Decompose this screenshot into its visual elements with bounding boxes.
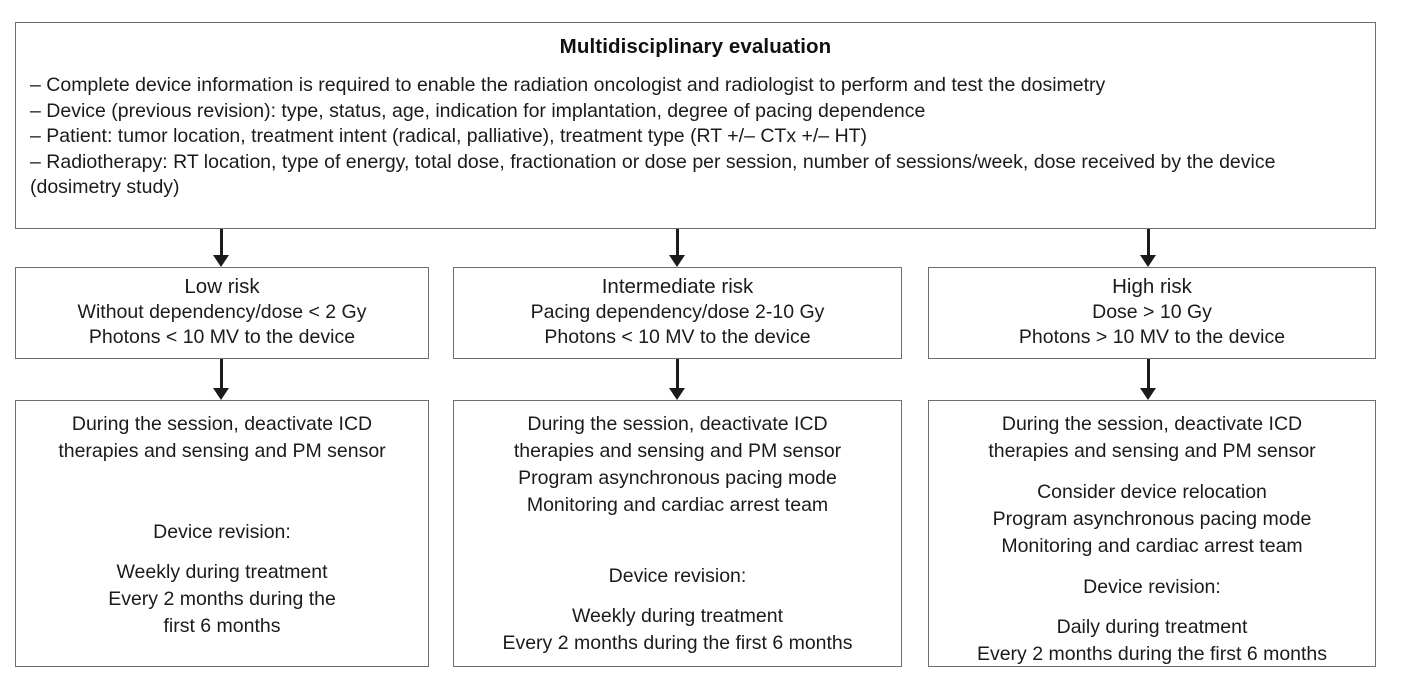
risk-title-low: Low risk — [184, 275, 260, 298]
management-high-line-7: Daily during treatment — [1056, 616, 1248, 638]
management-high-line-4: Program asynchronous pacing mode — [992, 508, 1312, 530]
page-title: Multidisciplinary evaluation — [559, 35, 832, 58]
evaluation-line-3: – Patient: tumor location, treatment int… — [30, 125, 868, 147]
risk-criterion-intermediate-1: Pacing dependency/dose 2-10 Gy — [530, 301, 825, 323]
risk-box-low: Low risk Without dependency/dose < 2 Gy … — [15, 267, 429, 359]
management-low-line-2: therapies and sensing and PM sensor — [58, 440, 386, 462]
management-intermediate-line-4: Monitoring and cardiac arrest team — [526, 494, 829, 516]
management-high-line-1: During the session, deactivate ICD — [1001, 413, 1303, 435]
risk-criterion-low-2: Photons < 10 MV to the device — [88, 326, 356, 348]
management-high-line-8: Every 2 months during the first 6 months — [976, 643, 1328, 665]
management-high-line-5: Monitoring and cardiac arrest team — [1001, 535, 1303, 557]
management-intermediate-revision-heading: Device revision: — [608, 565, 747, 587]
risk-criterion-high-1: Dose > 10 Gy — [1092, 301, 1212, 323]
management-high-line-3: Consider device relocation — [1037, 481, 1267, 503]
multidisciplinary-evaluation-box: Multidisciplinary evaluation – Complete … — [15, 22, 1376, 229]
management-low-revision-heading: Device revision: — [153, 521, 291, 543]
management-low-line-5: Every 2 months during the — [108, 588, 336, 610]
evaluation-line-2: – Device (previous revision): type, stat… — [30, 99, 926, 122]
management-intermediate-line-2: therapies and sensing and PM sensor — [513, 440, 842, 462]
risk-criterion-high-2: Photons > 10 MV to the device — [1018, 326, 1286, 348]
management-intermediate-line-1: During the session, deactivate ICD — [527, 413, 828, 435]
evaluation-line-1: – Complete device information is require… — [30, 74, 1106, 96]
evaluation-line-4: – Radiotherapy: RT location, type of ene… — [30, 150, 1281, 199]
risk-title-high: High risk — [1112, 275, 1192, 298]
risk-title-intermediate: Intermediate risk — [601, 275, 754, 298]
management-high-line-2: therapies and sensing and PM sensor — [988, 440, 1316, 462]
risk-box-high: High risk Dose > 10 Gy Photons > 10 MV t… — [928, 267, 1376, 359]
management-low-line-1: During the session, deactivate ICD — [71, 413, 373, 435]
management-intermediate-line-6: Weekly during treatment — [572, 605, 783, 627]
management-box-intermediate: During the session, deactivate ICD thera… — [453, 400, 902, 667]
management-box-low: During the session, deactivate ICD thera… — [15, 400, 429, 667]
management-low-line-6: first 6 months — [163, 615, 281, 637]
management-high-revision-heading: Device revision: — [1083, 576, 1221, 598]
management-low-line-4: Weekly during treatment — [116, 561, 328, 583]
management-box-high: During the session, deactivate ICD thera… — [928, 400, 1376, 667]
risk-criterion-low-1: Without dependency/dose < 2 Gy — [77, 301, 367, 323]
management-intermediate-line-3: Program asynchronous pacing mode — [518, 467, 837, 489]
management-intermediate-line-7: Every 2 months during the first 6 months — [502, 632, 853, 654]
risk-criterion-intermediate-2: Photons < 10 MV to the device — [544, 326, 811, 348]
risk-box-intermediate: Intermediate risk Pacing dependency/dose… — [453, 267, 902, 359]
